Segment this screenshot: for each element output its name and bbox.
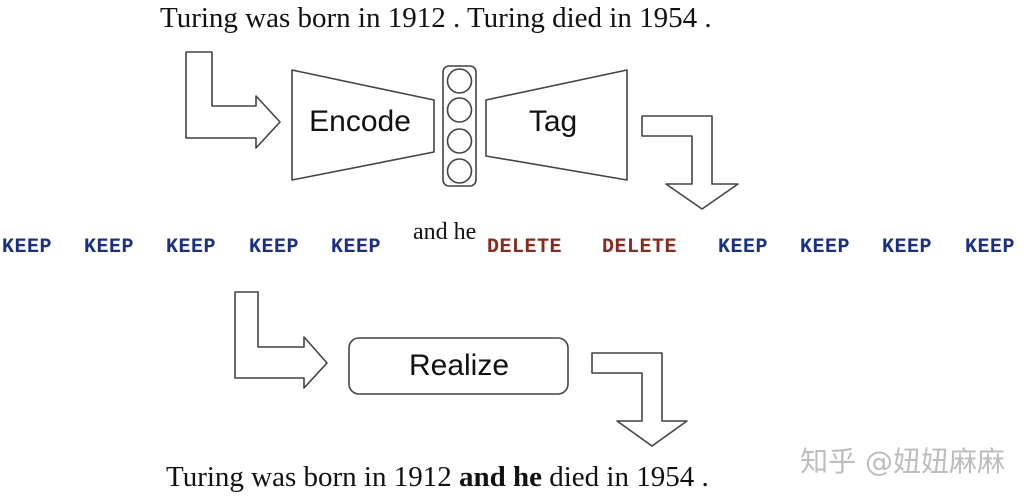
encoder-shape — [291, 69, 435, 181]
tag-keep: KEEP — [249, 236, 300, 259]
output-after: died in 1954 . — [542, 461, 709, 493]
output-sentence: Turing was born in 1912 and he died in 1… — [166, 461, 709, 494]
tag-keep: KEEP — [800, 236, 851, 259]
arrow-to-realize — [234, 291, 328, 389]
tagger-shape — [485, 69, 628, 181]
watermark: 知乎 @妞妞麻麻 — [800, 445, 1005, 478]
tag-sequence: KEEP KEEP KEEP KEEP KEEP DELETE DELETE KEEP KEEP… — [0, 236, 1033, 266]
encode-label: Encode — [309, 105, 411, 138]
tag-keep: KEEP — [718, 236, 769, 259]
hidden-unit — [446, 158, 473, 184]
output-inserted: and he — [458, 461, 542, 493]
hidden-unit — [446, 128, 473, 154]
tag-label: Tag — [528, 105, 578, 138]
tag-keep: KEEP — [166, 236, 217, 259]
input-sentence: Turing was born in 1912 . Turing died in… — [160, 2, 712, 34]
hidden-unit — [446, 68, 473, 94]
arrow-from-realize — [591, 352, 688, 447]
tag-keep: KEEP — [84, 236, 135, 259]
arrow-to-encoder — [185, 51, 281, 149]
tag-delete: DELETE — [602, 236, 678, 259]
realize-label: Realize — [408, 349, 510, 382]
realize-box — [348, 337, 569, 395]
hidden-state-column — [442, 65, 477, 187]
tag-keep: KEEP — [965, 236, 1016, 259]
tag-keep: KEEP — [2, 236, 53, 259]
hidden-unit — [446, 97, 473, 123]
tag-keep: KEEP — [331, 236, 382, 259]
tag-keep: KEEP — [882, 236, 933, 259]
arrow-from-tagger — [641, 115, 739, 210]
output-before: Turing was born in 1912 — [166, 461, 459, 493]
inserted-phrase: and he — [413, 219, 477, 245]
tag-delete: DELETE — [487, 236, 563, 259]
